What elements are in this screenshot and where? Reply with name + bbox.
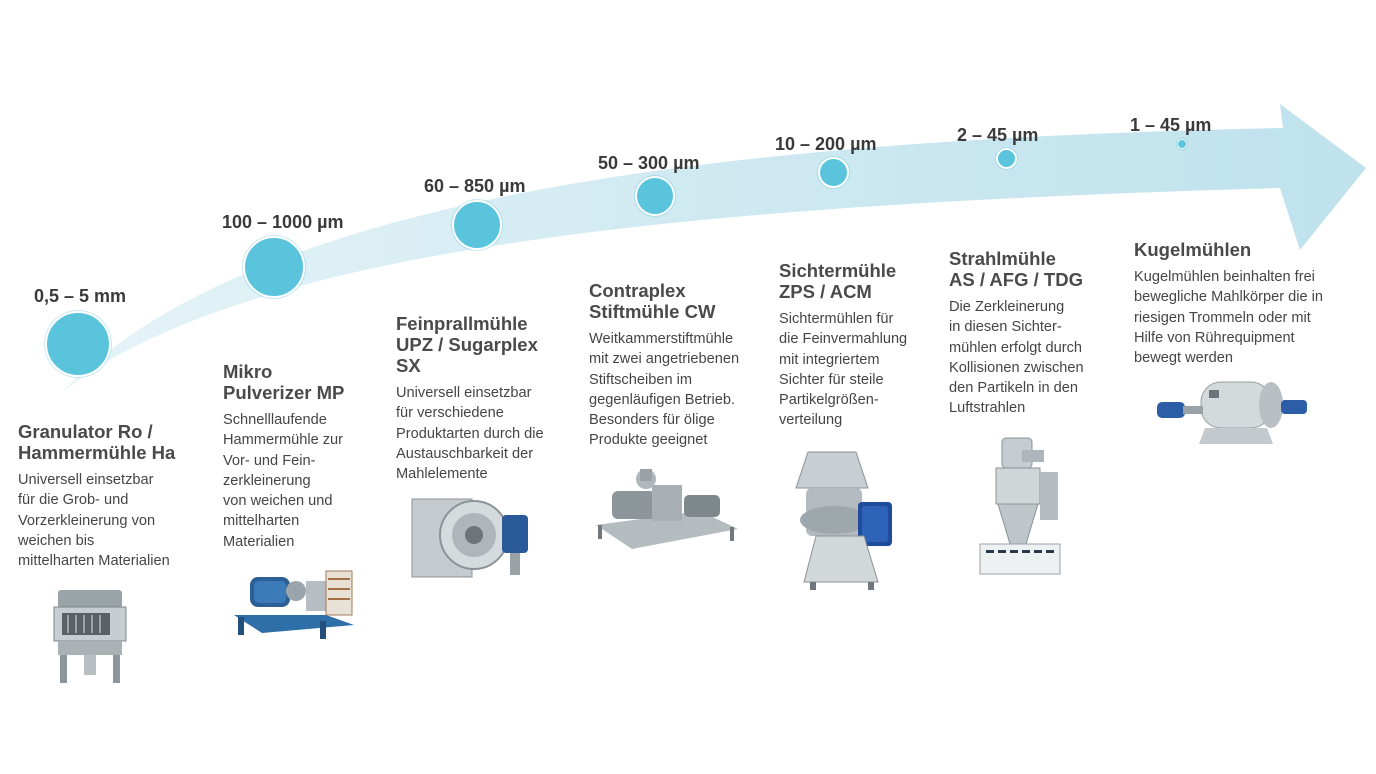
size-dot-granulator bbox=[45, 311, 111, 377]
ball-mill-icon bbox=[1157, 381, 1307, 444]
size-dot-classifier-mill bbox=[818, 157, 849, 188]
stage-description: Kugelmühlen beinhalten frei bewegliche M… bbox=[1134, 269, 1324, 367]
stage-description: Universell einsetzbar für verschiedene P… bbox=[396, 385, 544, 483]
arrow-band bbox=[62, 104, 1366, 392]
stage-description: Schnelllaufende Hammermühle zur Vor- und… bbox=[223, 412, 344, 550]
stage-classifier-mill: Sichtermühle ZPS / ACM Sichtermühlen für… bbox=[779, 260, 944, 431]
stage-impact-mill: Feinprallmühle UPZ / Sugarplex SX Univer… bbox=[396, 313, 581, 484]
stage-title: Kugelmühlen bbox=[1134, 239, 1252, 260]
size-label-impact-mill: 60 – 850 µm bbox=[424, 176, 526, 196]
impact-mill-icon bbox=[411, 498, 528, 578]
stage-title: Strahlmühle AS / AFG / TDG bbox=[949, 248, 1083, 290]
size-dot-jet-mill bbox=[996, 148, 1017, 169]
stage-pulverizer: Mikro Pulverizer MP Schnelllaufende Hamm… bbox=[223, 361, 393, 552]
size-dot-ball-mill bbox=[1177, 139, 1187, 149]
stage-ball-mill: Kugelmühlen Kugelmühlen beinhalten frei … bbox=[1134, 239, 1364, 368]
jet-mill-icon bbox=[979, 437, 1061, 575]
pin-mill-icon bbox=[596, 469, 738, 549]
size-dot-pulverizer bbox=[243, 236, 305, 298]
stage-description: Die Zerkleinerung in diesen Sichter- müh… bbox=[949, 299, 1084, 417]
size-dot-impact-mill bbox=[452, 200, 502, 250]
granulator-machine-icon bbox=[53, 590, 127, 683]
size-label-ball-mill: 1 – 45 µm bbox=[1130, 115, 1212, 135]
size-dot-pin-mill bbox=[635, 176, 675, 216]
stage-description: Weitkammerstiftmühle mit zwei angetriebe… bbox=[589, 331, 740, 449]
pulverizer-machine-icon bbox=[234, 570, 354, 639]
size-label-jet-mill: 2 – 45 µm bbox=[957, 125, 1039, 145]
stage-title: Feinprallmühle UPZ / Sugarplex SX bbox=[396, 313, 538, 376]
stage-title: Granulator Ro / Hammermühle Ha bbox=[18, 421, 176, 463]
size-label-pulverizer: 100 – 1000 µm bbox=[222, 212, 344, 232]
stage-title: Contraplex Stiftmühle CW bbox=[589, 280, 716, 322]
stage-pin-mill: Contraplex Stiftmühle CW Weitkammerstift… bbox=[589, 280, 774, 451]
size-label-granulator: 0,5 – 5 mm bbox=[34, 286, 127, 306]
size-label-classifier-mill: 10 – 200 µm bbox=[775, 134, 877, 154]
classifier-mill-icon bbox=[795, 451, 892, 590]
stage-granulator: Granulator Ro / Hammermühle Ha Universel… bbox=[18, 421, 208, 571]
stage-description: Universell einsetzbar für die Grob- und … bbox=[18, 472, 170, 570]
stage-title: Sichtermühle ZPS / ACM bbox=[779, 260, 897, 302]
stage-title: Mikro Pulverizer MP bbox=[223, 361, 345, 403]
stage-description: Sichtermühlen für die Feinvermahlung mit… bbox=[779, 311, 908, 429]
stage-jet-mill: Strahlmühle AS / AFG / TDG Die Zerkleine… bbox=[949, 248, 1124, 419]
size-label-pin-mill: 50 – 300 µm bbox=[598, 153, 700, 173]
